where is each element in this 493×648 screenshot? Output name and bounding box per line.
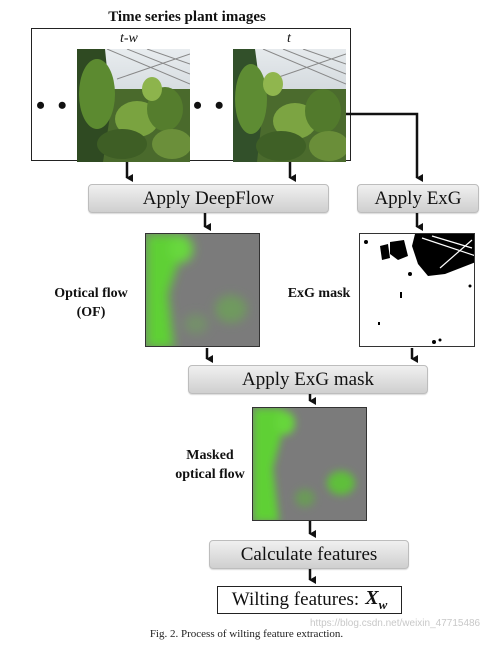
apply-deepflow-step: Apply DeepFlow bbox=[88, 184, 329, 213]
masked-label-line1: Masked bbox=[186, 448, 234, 463]
result-symbol: Xw bbox=[365, 587, 388, 612]
optical-flow-image bbox=[145, 233, 260, 347]
plant-image-prev bbox=[77, 49, 190, 162]
exg-mask-label: ExG mask bbox=[287, 286, 351, 301]
masked-optical-flow-image bbox=[252, 407, 367, 521]
plant-image-curr bbox=[233, 49, 346, 162]
wilting-features-result: Wilting features: Xw bbox=[217, 586, 402, 614]
masked-optical-flow-label: Masked optical flow bbox=[160, 447, 260, 485]
apply-exg-step: Apply ExG bbox=[357, 184, 479, 213]
apply-exg-mask-step: Apply ExG mask bbox=[188, 365, 428, 394]
optical-flow-label-line2: (OF) bbox=[76, 304, 106, 320]
figure-caption: Fig. 2. Process of wilting feature extra… bbox=[149, 628, 344, 640]
optical-flow-label-line1: Optical flow bbox=[54, 286, 128, 301]
exg-mask-image bbox=[359, 233, 475, 347]
figure-title: Time series plant images bbox=[108, 9, 266, 25]
result-text: Wilting features: bbox=[231, 589, 360, 610]
frame-label-curr: t bbox=[287, 31, 291, 46]
arrow-curr-to-exg bbox=[346, 112, 423, 182]
plant-images-frame bbox=[31, 28, 351, 161]
masked-label-line2: optical flow bbox=[175, 466, 245, 482]
frame-label-prev: t-w bbox=[120, 31, 138, 46]
optical-flow-label: Optical flow (OF) bbox=[36, 285, 146, 323]
calculate-features-step: Calculate features bbox=[209, 540, 409, 569]
watermark: https://blog.csdn.net/weixin_47715486 bbox=[310, 618, 481, 629]
